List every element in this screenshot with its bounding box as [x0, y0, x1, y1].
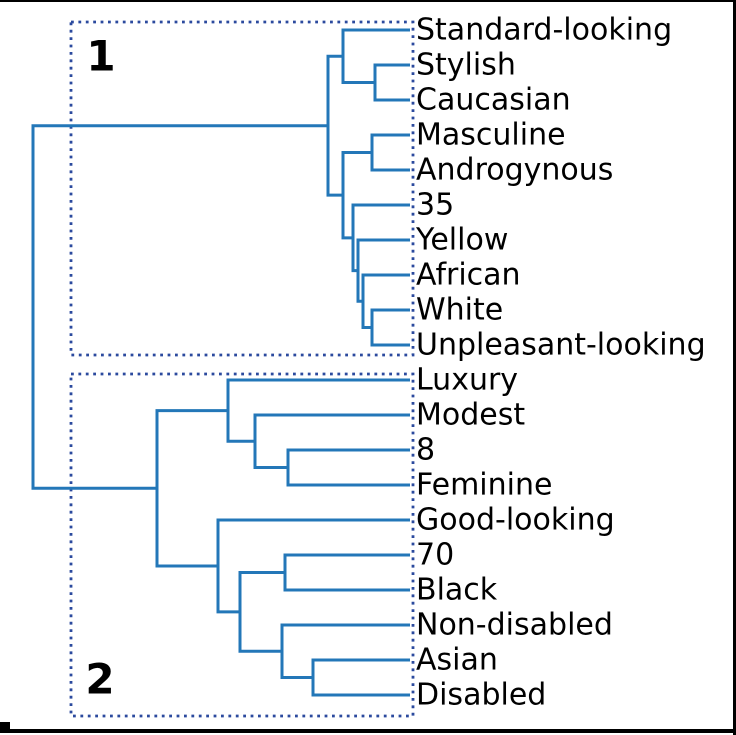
dendrogram-link [326, 54, 343, 197]
leaf-label-good-looking: Good-looking [416, 503, 615, 538]
leaf-label-standard-looking: Standard-looking [416, 13, 672, 48]
cluster-1-label: 1 [86, 32, 115, 81]
leaf-label-35: 35 [416, 188, 454, 223]
leaf-label-black: Black [416, 573, 498, 608]
leaf-label-modest: Modest [416, 398, 525, 433]
dendrogram-link [356, 238, 410, 303]
leaf-label-disabled: Disabled [416, 678, 546, 713]
dendrogram-link [31, 124, 328, 490]
dendrogram-link [341, 151, 372, 240]
leaf-label-unpleasant-looking: Unpleasant-looking [416, 328, 706, 363]
leaf-label-african: African [416, 258, 521, 293]
frame-border-right [733, 0, 736, 735]
leaf-label-masculine: Masculine [416, 118, 566, 153]
leaf-label-8: 8 [416, 433, 435, 468]
leaf-label-androgynous: Androgynous [416, 153, 613, 188]
dendrogram-link [361, 273, 410, 329]
leaf-label-white: White [416, 293, 503, 328]
dendrogram-link [341, 28, 410, 84]
dendrogram-link [351, 203, 410, 273]
dendrogram-link [373, 63, 410, 102]
frame-border-top [0, 0, 736, 2]
dendrogram-link [370, 308, 410, 347]
leaf-label-stylish: Stylish [416, 48, 516, 83]
leaf-label-yellow: Yellow [415, 223, 508, 258]
cluster-2-label: 2 [85, 655, 114, 704]
leaf-label-caucasian: Caucasian [416, 83, 571, 118]
dendrogram-link [226, 378, 410, 443]
dendrogram-link [155, 409, 228, 568]
dendrogram-link [286, 448, 410, 487]
dendrogram-link [370, 133, 410, 172]
cluster-2-box [69, 372, 415, 718]
leaf-label-non-disabled: Non-disabled [416, 608, 613, 643]
frame-border-bottom [0, 729, 736, 733]
cluster-1-box [69, 20, 415, 357]
leaf-label-feminine: Feminine [416, 468, 552, 503]
frame-corner-nub [0, 722, 10, 732]
leaf-label-70: 70 [416, 538, 454, 573]
dendrogram-link [311, 658, 410, 697]
dendrogram-link [238, 571, 285, 653]
dendrogram-link [280, 623, 410, 679]
leaf-label-luxury: Luxury [416, 363, 518, 398]
leaf-label-asian: Asian [416, 643, 498, 678]
dendrogram-link [283, 553, 410, 592]
dendrogram-link [216, 518, 410, 614]
dendrogram-link [253, 413, 410, 469]
